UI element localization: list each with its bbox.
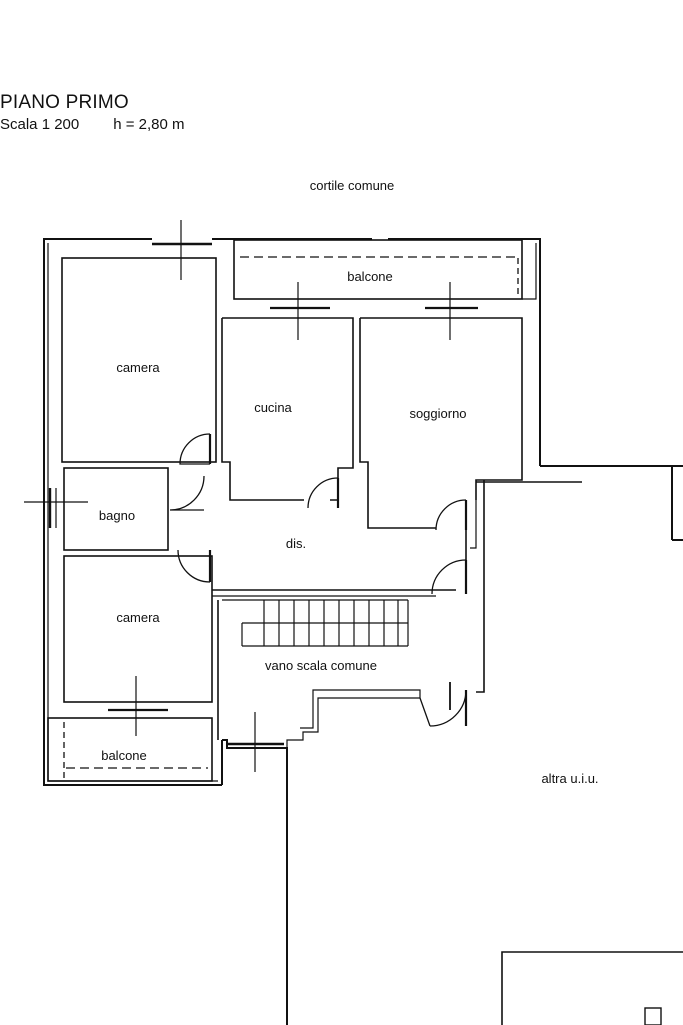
plan-title: PIANO PRIMO — [0, 92, 129, 113]
window-markers — [24, 220, 451, 772]
label-camera-bottom: camera — [116, 610, 160, 625]
room-bagno — [48, 467, 169, 551]
room-camera-bottom — [63, 555, 213, 712]
outer-walls — [43, 238, 683, 1025]
scale-label: Scala 1 200 — [0, 116, 80, 133]
label-disimpegno: dis. — [286, 536, 306, 551]
balcony-bottom — [47, 717, 213, 782]
stairwell — [217, 599, 409, 740]
room-disimpegno — [212, 480, 582, 693]
label-balcone-top: balcone — [347, 269, 393, 284]
doors — [169, 433, 468, 727]
label-cortile-comune: cortile comune — [310, 178, 395, 193]
room-camera-top — [61, 257, 217, 463]
label-bagno: bagno — [99, 508, 135, 523]
label-balcone-bottom: balcone — [101, 748, 147, 763]
label-altra-uiu: altra u.i.u. — [541, 771, 598, 786]
balcony-top — [233, 239, 523, 300]
label-soggiorno: soggiorno — [409, 406, 466, 421]
label-cucina: cucina — [254, 400, 292, 415]
other-unit-block — [501, 951, 683, 1025]
plan-subtitle: Scala 1 200 h = 2,80 m — [0, 115, 185, 135]
height-label: h = 2,80 m — [113, 116, 185, 133]
plan-header: PIANO PRIMO Scala 1 200 h = 2,80 m — [0, 92, 185, 135]
room-soggiorno — [359, 306, 523, 529]
room-cucina — [221, 306, 354, 501]
label-camera-top: camera — [116, 360, 160, 375]
label-vano-scala: vano scala comune — [265, 658, 377, 673]
